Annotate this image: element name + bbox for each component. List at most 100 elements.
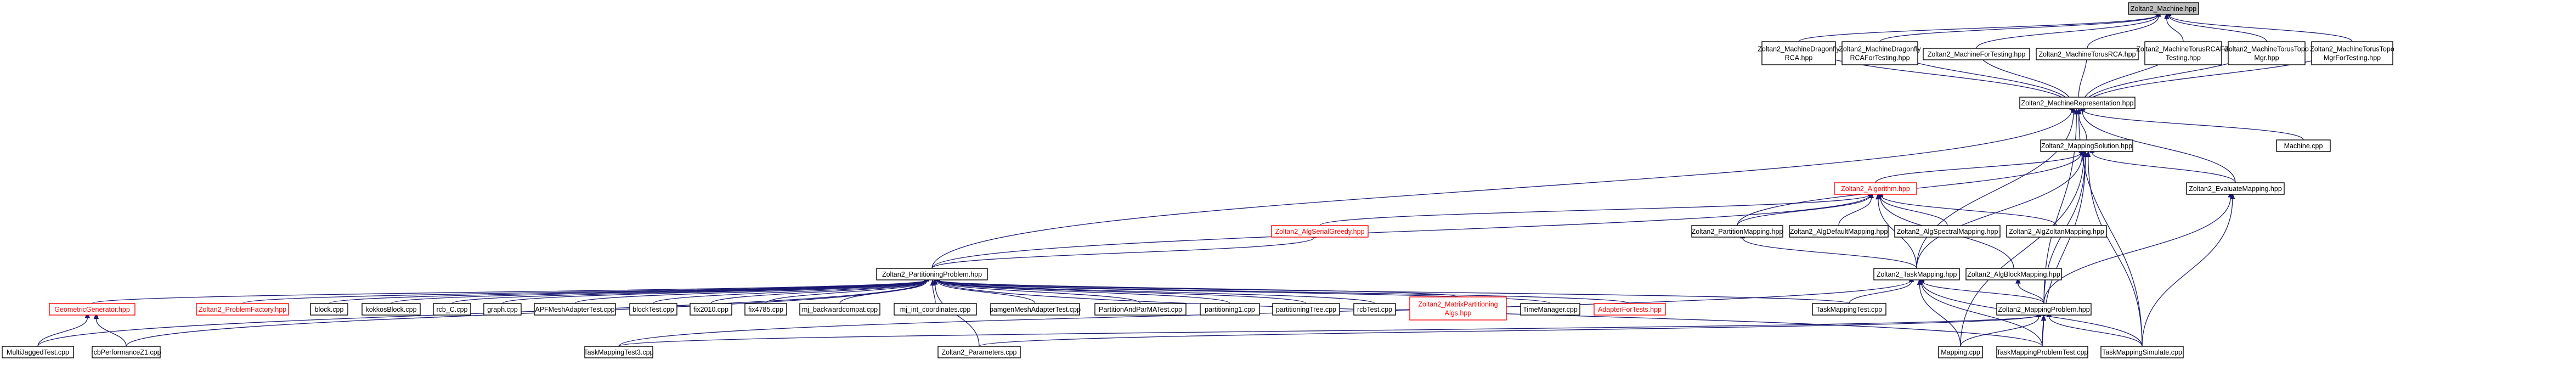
node-box <box>876 268 988 280</box>
node-label: Zoltan2_AlgSpectralMapping.hpp <box>1897 228 1998 235</box>
graph-node-n20[interactable]: Zoltan2_AlgBlockMapping.hpp <box>1965 268 2062 280</box>
edge-n14-to-n11 <box>1737 195 1871 226</box>
graph-node-n46[interactable]: Zoltan2_Parameters.cpp <box>937 346 1021 358</box>
edge-n49-to-n10 <box>2088 156 2143 347</box>
node-box <box>990 303 1080 316</box>
graph-node-n28[interactable]: blockTest.cpp <box>629 303 677 316</box>
edge-n10-to-n8 <box>2078 114 2087 141</box>
edge-n15-to-n11 <box>1838 198 1872 226</box>
edge-n28-to-n18 <box>653 280 927 304</box>
graph-node-n45[interactable]: TaskMappingTest3.cpp <box>584 346 654 358</box>
graph-node-n42[interactable]: Zoltan2_MappingProblem.hpp <box>1996 303 2092 316</box>
graph-node-n8[interactable]: Zoltan2_MachineRepresentation.hpp <box>2019 97 2136 109</box>
edge-n7-to-n0 <box>2168 15 2353 42</box>
graph-node-n3[interactable]: Zoltan2_MachineForTesting.hpp <box>1923 48 2030 60</box>
edge-n48-to-n19 <box>1921 282 2043 347</box>
graph-node-n44[interactable]: rcbPerformanceZ1.cpp <box>91 346 161 358</box>
graph-node-n41[interactable]: TaskMappingTest.cpp <box>1812 303 1886 316</box>
node-label: Zoltan2_MachineDragonfly <box>1839 46 1921 53</box>
graph-node-n34[interactable]: PartitionAndParMATest.cpp <box>1094 303 1187 316</box>
node-label: MultiJaggedTest.cpp <box>7 349 69 356</box>
node-label: TaskMappingTest3.cpp <box>584 349 653 356</box>
node-label: Zoltan2_Algorithm.hpp <box>1841 185 1910 193</box>
graph-node-n48[interactable]: TaskMappingProblemTest.cpp <box>1996 346 2088 358</box>
graph-node-n16[interactable]: Zoltan2_AlgSpectralMapping.hpp <box>1894 225 2001 238</box>
graph-node-n7[interactable]: Zoltan2_MachineTorusTopoMgrForTesting.hp… <box>2310 41 2394 65</box>
node-box <box>894 303 977 316</box>
edge-n45-to-n42 <box>618 314 2039 347</box>
graph-node-n31[interactable]: mj_backwardcompat.cpp <box>799 303 880 316</box>
graph-node-n4[interactable]: Zoltan2_MachineTorusRCA.hpp <box>2036 48 2139 60</box>
edge-n1-to-n0 <box>1798 14 2159 42</box>
graph-nodes: Zoltan2_Machine.hppZoltan2_MachineDragon… <box>2 2 2394 358</box>
node-label: blockTest.cpp <box>632 306 674 313</box>
graph-node-n30[interactable]: fix4785.cpp <box>744 303 787 316</box>
graph-node-n21[interactable]: GeometricGenerator.hpp <box>49 303 135 316</box>
edge-n36-to-n18 <box>937 280 1307 304</box>
graph-node-n35[interactable]: partitioning1.cpp <box>1200 303 1260 316</box>
graph-node-n2[interactable]: Zoltan2_MachineDragonflyRCAForTesting.hp… <box>1839 41 1921 65</box>
graph-node-n10[interactable]: Zoltan2_MappingSolution.hpp <box>2040 139 2133 152</box>
graph-node-n47[interactable]: Mapping.cpp <box>1938 346 1983 358</box>
edge-n49-to-n42 <box>2048 316 2143 347</box>
graph-node-n37[interactable]: rcbTest.cpp <box>1353 303 1396 316</box>
graph-node-n29[interactable]: fix2010.cpp <box>690 303 732 316</box>
edge-n6-to-n0 <box>2168 15 2267 42</box>
edge-n18-to-n8 <box>931 109 2072 269</box>
node-box <box>2186 182 2285 195</box>
node-label: Testing.hpp <box>2166 54 2201 62</box>
graph-node-n19[interactable]: Zoltan2_TaskMapping.hpp <box>1873 268 1960 280</box>
graph-node-n22[interactable]: Zoltan2_ProblemFactory.hpp <box>196 303 289 316</box>
edge-n12-to-n10 <box>2092 152 2236 183</box>
graph-node-n26[interactable]: graph.cpp <box>483 303 522 316</box>
node-label: TimeManager.cpp <box>1523 306 1578 313</box>
edge-n49-to-n12 <box>2142 199 2233 347</box>
graph-node-n18[interactable]: Zoltan2_PartitioningProblem.hpp <box>876 268 988 280</box>
edge-n13-to-n11 <box>1319 194 1871 226</box>
edge-n4-to-n0 <box>2087 16 2159 49</box>
edge-n19-to-n10 <box>1916 154 2083 269</box>
graph-node-n0[interactable]: Zoltan2_Machine.hpp <box>2128 2 2199 15</box>
graph-node-n12[interactable]: Zoltan2_EvaluateMapping.hpp <box>2186 182 2285 195</box>
graph-node-n14[interactable]: Zoltan2_PartitionMapping.hpp <box>1691 225 1783 238</box>
node-box <box>1894 225 2001 238</box>
graph-node-n43[interactable]: MultiJaggedTest.cpp <box>2 346 74 358</box>
graph-node-n13[interactable]: Zoltan2_AlgSerialGreedy.hpp <box>1271 225 1369 238</box>
graph-node-n25[interactable]: rcb_C.cpp <box>433 303 471 316</box>
edge-n18-to-n13 <box>931 237 1315 269</box>
graph-node-n32[interactable]: mj_int_coordinates.cpp <box>894 303 977 316</box>
node-label: Zoltan2_TaskMapping.hpp <box>1877 271 1957 278</box>
edge-n43-to-n21 <box>37 317 88 347</box>
graph-node-n49[interactable]: TaskMappingSimulate.cpp <box>2100 346 2184 358</box>
edge-n16-to-n11 <box>1880 196 1948 226</box>
node-label: GeometricGenerator.hpp <box>54 306 130 313</box>
edge-n34-to-n18 <box>937 280 1141 304</box>
node-box <box>1965 268 2062 280</box>
node-box <box>937 346 1021 358</box>
node-label: Zoltan2_MachineDragonfly <box>1758 46 1840 53</box>
graph-node-n39[interactable]: TimeManager.cpp <box>1520 303 1580 316</box>
graph-node-n40[interactable]: AdapterForTests.hpp <box>1594 303 1666 316</box>
graph-node-n17[interactable]: Zoltan2_AlgZoltanMapping.hpp <box>2006 225 2107 238</box>
graph-node-n11[interactable]: Zoltan2_Algorithm.hpp <box>1834 182 1917 195</box>
graph-node-n15[interactable]: Zoltan2_AlgDefaultMapping.hpp <box>1789 225 1889 238</box>
graph-node-n36[interactable]: partitioningTree.cpp <box>1272 303 1340 316</box>
node-box <box>196 303 289 316</box>
graph-node-n27[interactable]: APFMeshAdapterTest.cpp <box>534 303 616 316</box>
node-box <box>1353 303 1396 316</box>
node-box <box>1873 268 1960 280</box>
graph-node-n33[interactable]: pamgenMeshAdapterTest.cpp <box>990 303 1081 316</box>
graph-node-n9[interactable]: Machine.cpp <box>2276 139 2331 152</box>
graph-node-n24[interactable]: kokkosBlock.cpp <box>361 303 421 316</box>
node-label: block.cpp <box>315 306 344 313</box>
node-box <box>310 303 348 316</box>
edge-n19-to-n8 <box>1916 113 2074 269</box>
node-box <box>799 303 880 316</box>
graph-node-n23[interactable]: block.cpp <box>310 303 348 316</box>
node-label: mj_int_coordinates.cpp <box>900 306 971 313</box>
node-label: Zoltan2_ProblemFactory.hpp <box>199 306 286 313</box>
